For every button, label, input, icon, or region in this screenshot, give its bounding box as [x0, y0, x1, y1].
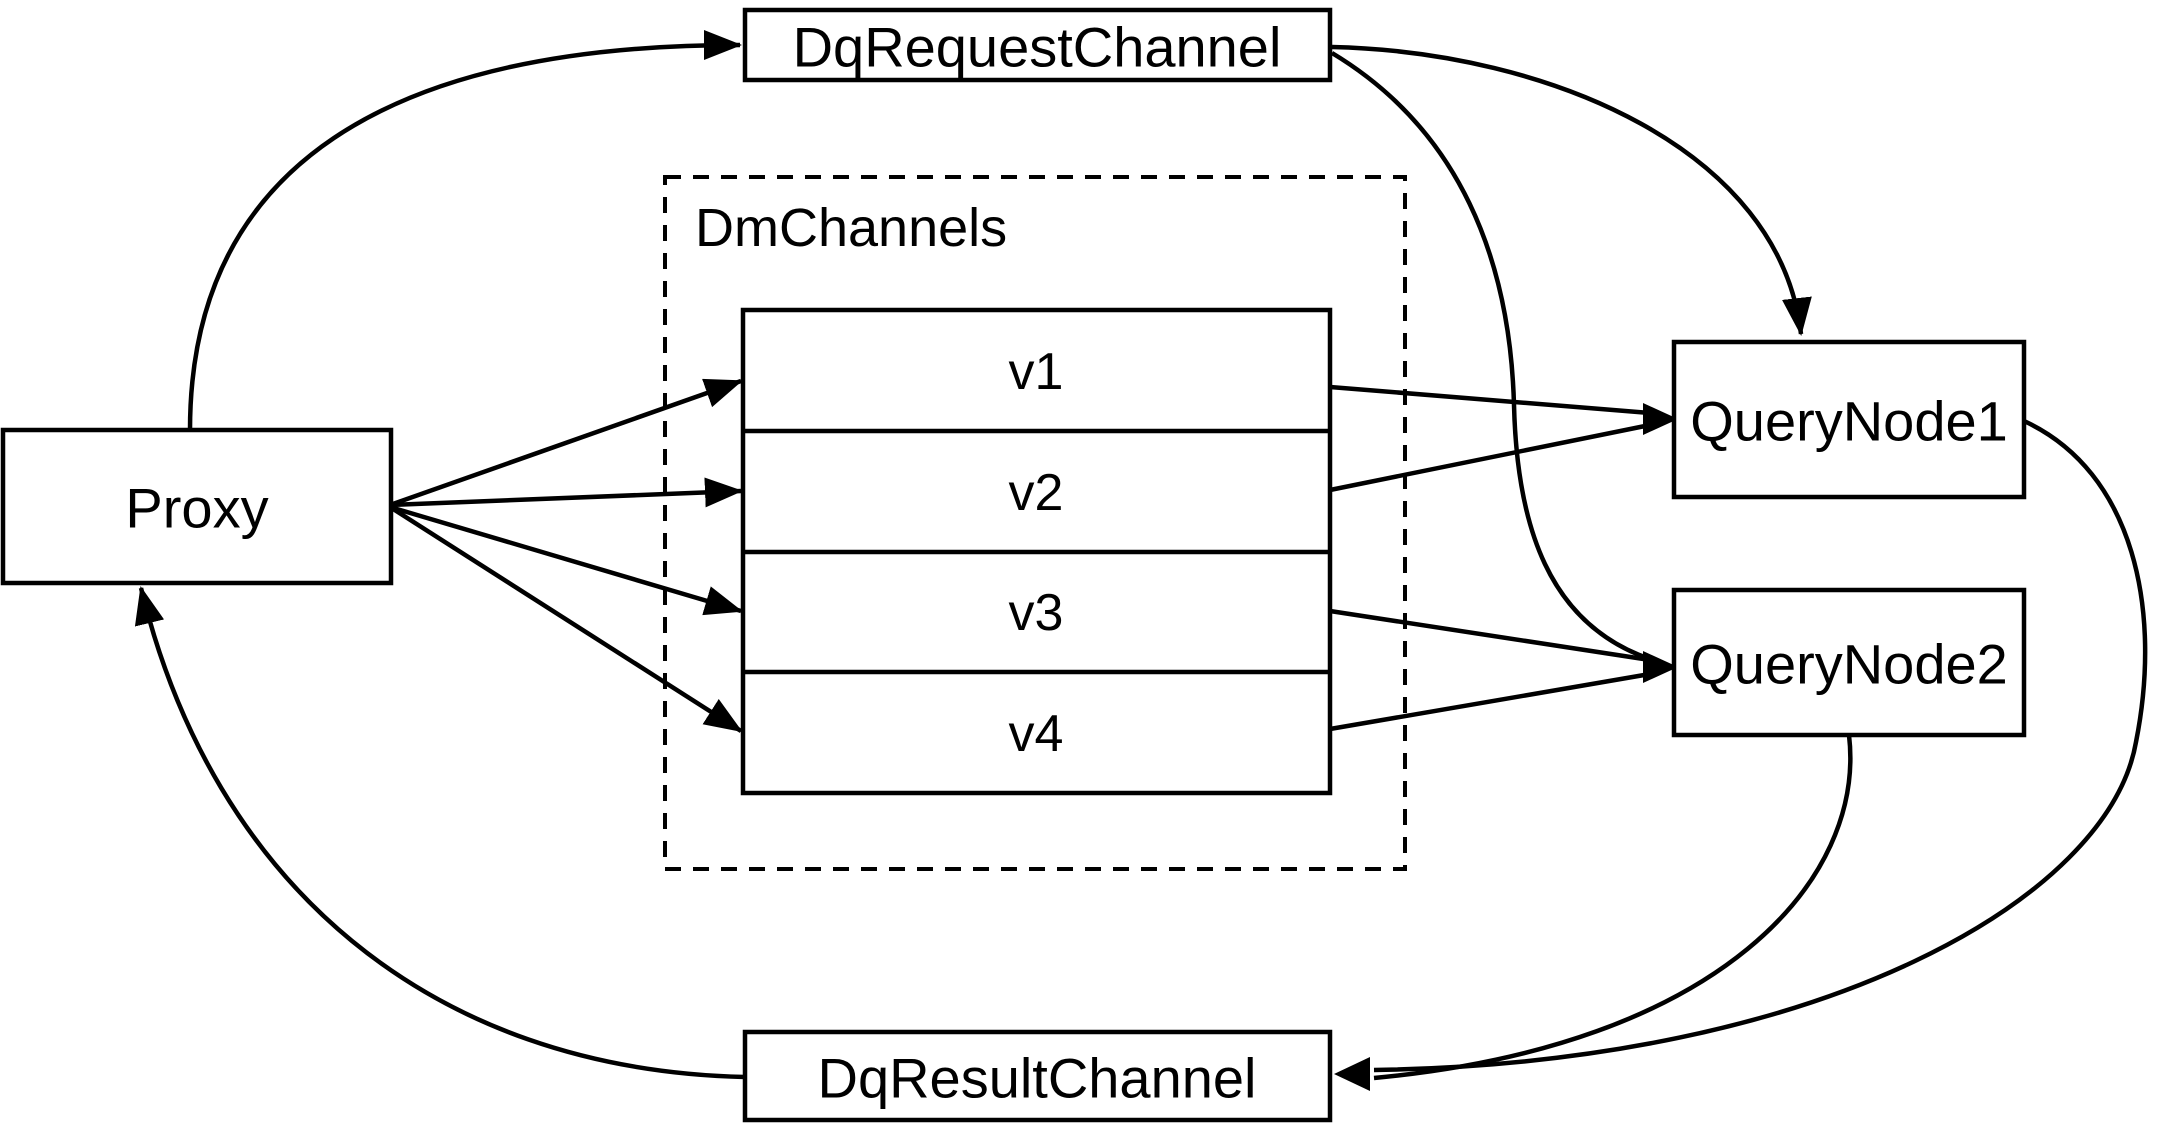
edge-v3-to-querynode2: [1329, 608, 1651, 663]
edge-v1-to-querynode1: [1329, 384, 1651, 416]
edge-proxy-to-v4: [388, 505, 743, 733]
dmchannels-dashed-border: [663, 175, 1407, 871]
dqresultchannel-label: DqResultChannel: [818, 1047, 1257, 1110]
querynode1-box: [1671, 339, 2027, 500]
edge-proxy-to-dqrequestchannel: [187, 30, 742, 431]
querynode2-label: QueryNode2: [1690, 633, 2008, 696]
dmchannels-label: DmChannels: [695, 198, 1007, 258]
proxy-label: Proxy: [125, 477, 268, 540]
querynode2-box: [1671, 587, 2027, 738]
node-dqresultchannel: DqResultChannel: [742, 1029, 1333, 1123]
group-dmchannels: DmChannels v1 v2 v3 v4: [663, 175, 1407, 871]
edge-proxy-to-v3: [389, 504, 743, 616]
arrowheads: [1334, 403, 1678, 1091]
edge-v2-to-querynode1: [1329, 422, 1651, 493]
edge-querynode1-to-dqresultchannel: [1373, 418, 2148, 1073]
node-querynode2: QueryNode2: [1671, 587, 2027, 738]
arrowhead-into-querynode2: [1643, 651, 1678, 683]
proxy-box: [0, 427, 394, 586]
arrowhead-into-dqresultchannel: [1334, 1057, 1370, 1091]
channel-v3-label: v3: [1009, 584, 1064, 642]
channel-v1-label: v1: [1009, 343, 1064, 401]
node-dqrequestchannel: DqRequestChannel: [742, 7, 1333, 83]
edge-querynode2-to-dqresultchannel: [1373, 734, 1853, 1081]
channel-v2-label: v2: [1009, 464, 1064, 522]
node-proxy: Proxy: [0, 427, 394, 586]
querynode1-label: QueryNode1: [1690, 390, 2008, 453]
dqrequestchannel-box: [742, 7, 1333, 83]
edge-dqrequestchannel-to-querynode1: [1331, 44, 1812, 336]
dqrequestchannel-label: DqRequestChannel: [793, 16, 1282, 79]
edges: [134, 30, 2148, 1081]
edge-proxy-to-v2: [389, 477, 743, 508]
channel-stack: v1 v2 v3 v4: [740, 307, 1333, 796]
edge-dqresultchannel-to-proxy: [134, 586, 746, 1080]
edge-v4-to-querynode2: [1329, 671, 1651, 732]
edge-dqrequestchannel-to-querynode2: [1330, 51, 1651, 662]
arrowhead-into-querynode1: [1643, 403, 1678, 435]
channel-v4-label: v4: [1009, 705, 1064, 763]
edge-proxy-to-v1: [389, 378, 743, 508]
dqresultchannel-box: [742, 1029, 1333, 1123]
node-querynode1: QueryNode1: [1671, 339, 2027, 500]
